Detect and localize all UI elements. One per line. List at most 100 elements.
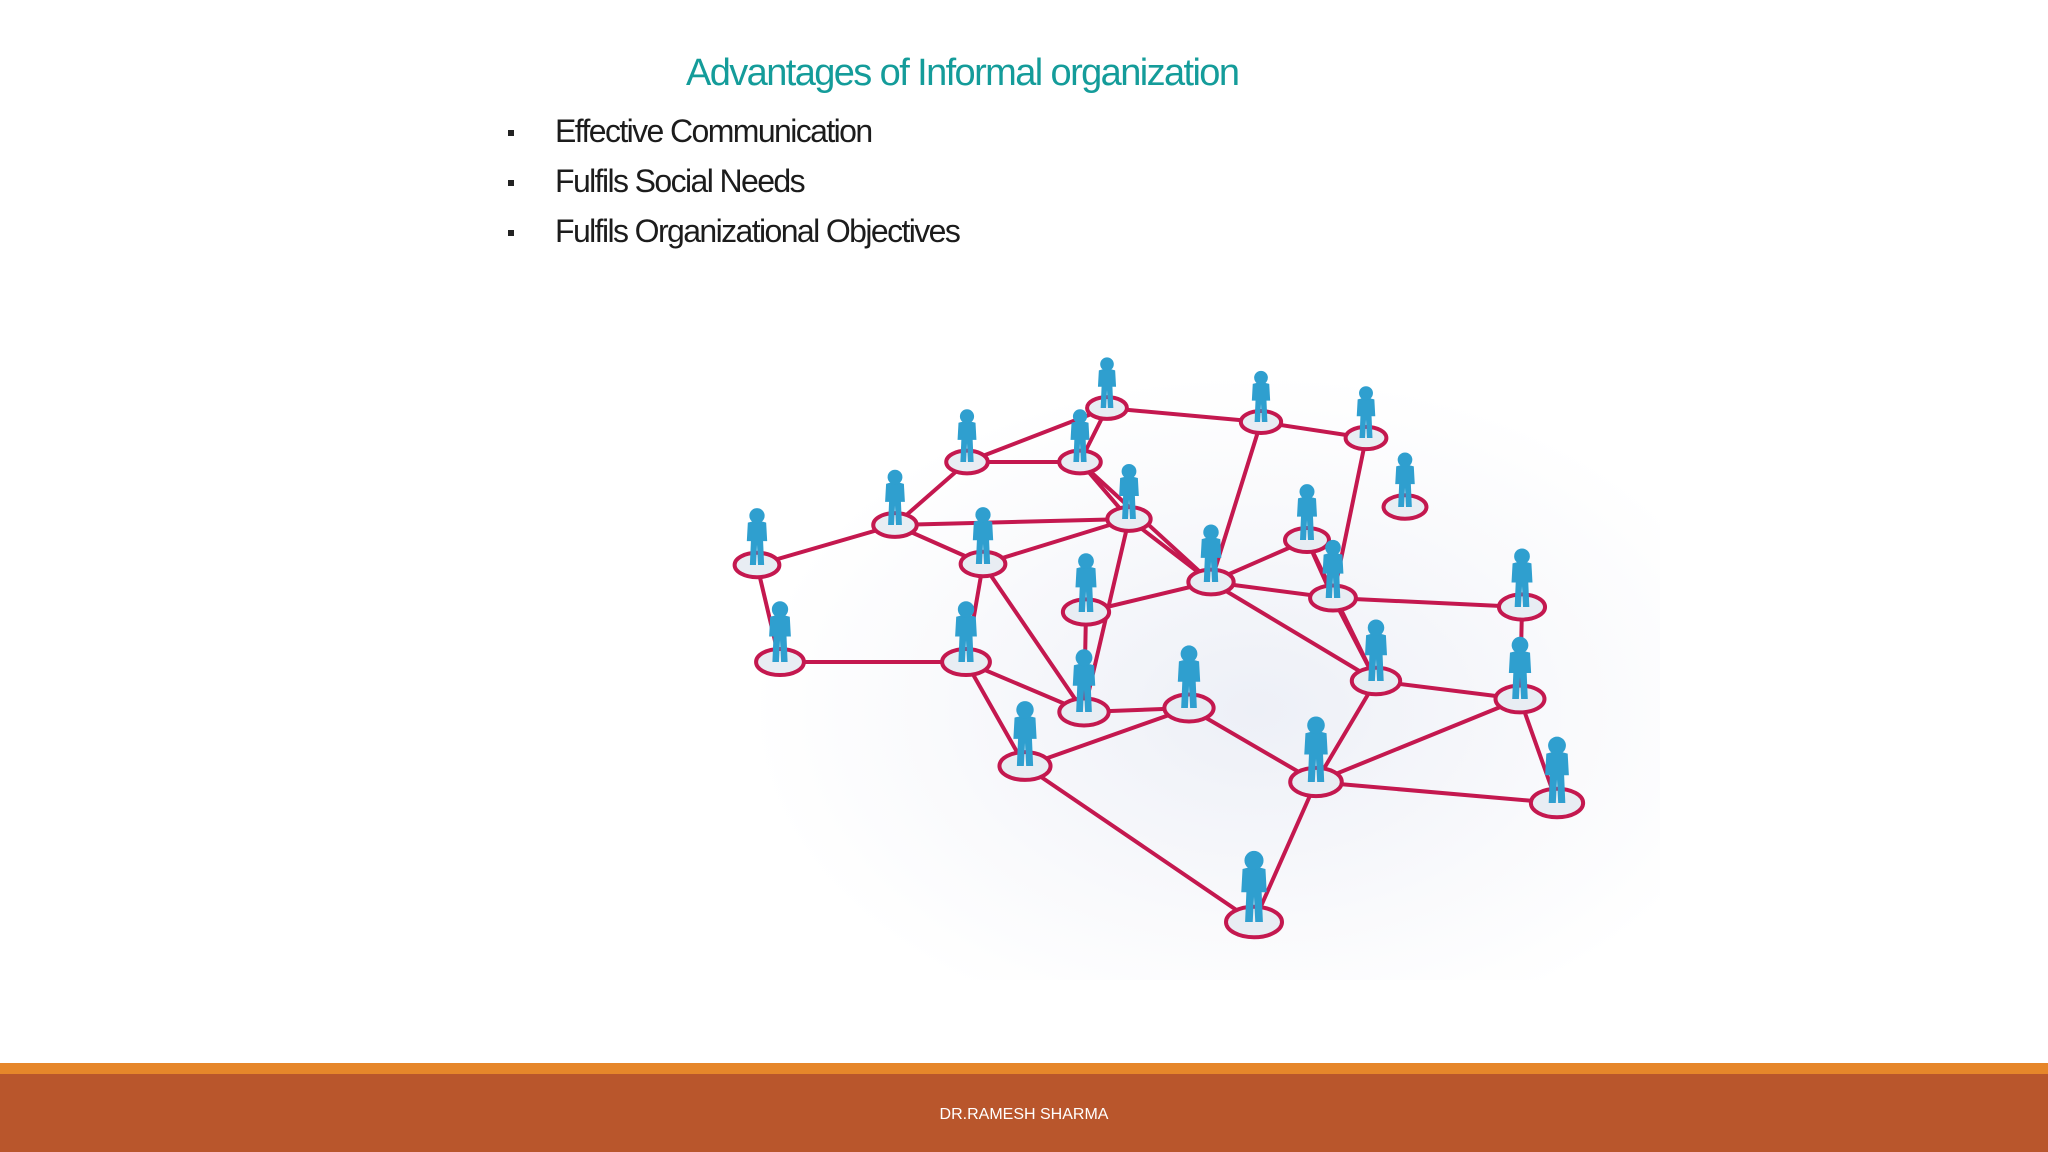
network-node-ring: [754, 646, 806, 678]
network-link: [981, 517, 1131, 566]
network-node-ring: [1493, 683, 1547, 715]
network-link: [964, 660, 1027, 768]
network-node-ring: [958, 549, 1008, 579]
person-figure-icon: [1119, 476, 1139, 519]
network-link: [1314, 780, 1559, 805]
person-figure-icon: [972, 520, 994, 564]
person-figure-icon: [1364, 633, 1388, 681]
network-node-ring: [1057, 696, 1111, 728]
network-link: [1023, 706, 1191, 768]
network-node-ring: [1238, 409, 1284, 435]
network-node-ring: [1528, 786, 1586, 820]
person-head-icon: [1307, 716, 1325, 735]
person-head-icon: [1016, 701, 1034, 719]
network-node-ring: [1349, 665, 1403, 697]
network-link: [755, 523, 897, 567]
network-link: [1023, 764, 1256, 924]
person-figure-icon: [1072, 663, 1096, 712]
person-head-icon: [1359, 386, 1373, 401]
person-figure-icon: [746, 521, 768, 565]
bullet-square-icon: [508, 130, 514, 136]
network-link: [981, 562, 1086, 714]
person-head-icon: [1121, 463, 1137, 479]
network-node-ring: [997, 750, 1053, 782]
bullet-text: Fulfils Social Needs: [555, 163, 806, 199]
network-node-ring: [940, 646, 992, 678]
network-node-ring: [1283, 526, 1331, 554]
network-link: [1105, 406, 1263, 424]
network-node-ring: [1343, 424, 1389, 452]
person-figure-icon: [769, 615, 791, 662]
network-link: [1314, 697, 1522, 784]
network-node-ring: [944, 448, 990, 476]
slide-title: Advantages of Informal organization: [686, 52, 1240, 94]
people-network-illustration: [732, 357, 1586, 940]
person-head-icon: [749, 508, 765, 524]
network-node-ring: [871, 511, 919, 539]
person-head-icon: [887, 469, 903, 485]
person-figure-icon: [1075, 566, 1097, 612]
person-figure-icon: [955, 615, 977, 662]
network-link: [1331, 596, 1524, 609]
person-head-icon: [1078, 553, 1094, 570]
person-figure-icon: [1508, 650, 1532, 699]
person-figure-icon: [1241, 867, 1267, 922]
network-node-ring: [1308, 583, 1358, 613]
person-head-icon: [1180, 645, 1198, 663]
network-node-ring: [1057, 448, 1103, 476]
network-node-ring: [732, 550, 782, 580]
network-link: [1209, 420, 1263, 584]
person-figure-icon: [1013, 715, 1037, 766]
person-figure-icon: [1297, 496, 1317, 540]
network-node-ring: [1085, 395, 1129, 421]
network-node-ring: [1381, 493, 1429, 521]
network-node-ring: [1162, 692, 1216, 724]
person-figure-icon: [1097, 368, 1117, 408]
network-link: [1187, 706, 1318, 784]
bullet-square-icon: [508, 230, 514, 236]
person-head-icon: [1325, 539, 1341, 556]
person-figure-icon: [1395, 464, 1415, 507]
network-node-ring: [1186, 567, 1236, 597]
person-head-icon: [1299, 484, 1315, 500]
person-head-icon: [1367, 619, 1385, 637]
person-head-icon: [1397, 452, 1413, 468]
footer-bar: [0, 1074, 2048, 1152]
person-head-icon: [1244, 850, 1264, 870]
person-head-icon: [975, 507, 991, 523]
network-link: [1209, 580, 1378, 683]
network-link: [893, 517, 1131, 527]
network-link: [1252, 780, 1318, 924]
person-head-icon: [957, 601, 975, 618]
network-node-ring: [1288, 765, 1344, 799]
person-figure-icon: [1304, 731, 1328, 782]
person-head-icon: [1203, 524, 1219, 540]
bullet-text: Fulfils Organizational Objectives: [555, 213, 961, 249]
person-figure-icon: [1200, 537, 1222, 582]
person-head-icon: [1511, 636, 1529, 654]
footer-author: DR.RAMESH SHARMA: [939, 1106, 1109, 1123]
footer-stripe: [0, 1063, 2048, 1074]
person-head-icon: [1254, 370, 1268, 385]
person-head-icon: [1075, 649, 1093, 667]
network-node-ring: [1060, 597, 1112, 627]
person-figure-icon: [1545, 751, 1569, 803]
person-head-icon: [1072, 409, 1088, 424]
bullet-square-icon: [508, 180, 514, 186]
person-figure-icon: [1356, 397, 1376, 438]
person-head-icon: [959, 409, 975, 424]
person-head-icon: [771, 601, 789, 618]
person-figure-icon: [957, 421, 977, 462]
bullet-text: Effective Communication: [555, 113, 873, 149]
person-figure-icon: [1322, 553, 1344, 598]
network-link: [1314, 679, 1378, 784]
illustration-shadow: [760, 380, 1660, 980]
network-node-ring: [1105, 505, 1153, 533]
person-figure-icon: [1251, 382, 1271, 422]
network-node-ring: [1223, 904, 1285, 940]
person-figure-icon: [1177, 659, 1201, 708]
person-head-icon: [1514, 548, 1530, 565]
person-figure-icon: [1070, 421, 1090, 462]
person-head-icon: [1548, 736, 1566, 755]
